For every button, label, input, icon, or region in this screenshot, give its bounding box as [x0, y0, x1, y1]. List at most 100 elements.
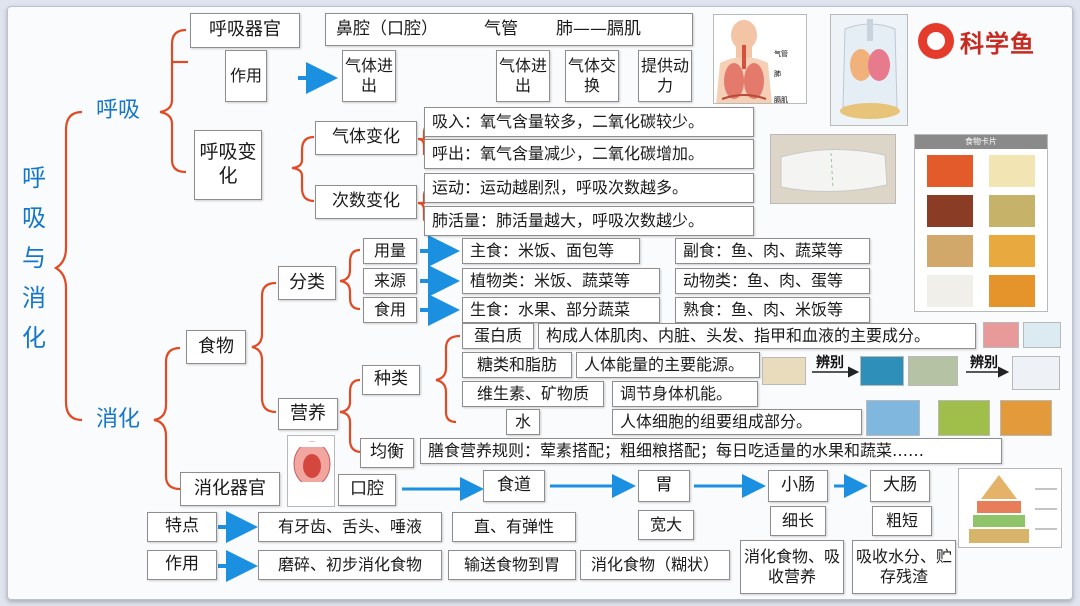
meat-image — [983, 322, 1019, 348]
feature-stomach: 宽大 — [638, 510, 694, 540]
respiration-function-label: 作用 — [225, 50, 267, 102]
respiratory-system-image: 气管 肺 膈肌 — [713, 14, 807, 104]
respiration-organs-label: 呼吸器官 — [190, 13, 300, 48]
pork-image — [908, 356, 958, 386]
class-row-1-a: 主食：米饭、面包等 — [462, 238, 640, 264]
rate-item-exercise: 运动：运动越剧烈，呼吸次数越多。 — [424, 173, 754, 203]
food-label: 食物 — [186, 330, 246, 364]
class-row-1-b: 副食：鱼、肉、蔬菜等 — [675, 238, 870, 264]
role-4: 提供动力 — [638, 50, 692, 102]
organ-small-intestine: 小肠 — [768, 470, 828, 502]
organ-esophagus: 食道 — [483, 470, 545, 502]
balance-label: 均衡 — [360, 438, 414, 468]
classification-label: 分类 — [278, 266, 336, 300]
gas-change-label: 气体变化 — [315, 121, 417, 155]
function-esophagus: 输送食物到胃 — [448, 550, 576, 580]
fish-logo-icon — [918, 23, 954, 59]
food-pyramid-illustration — [969, 475, 1057, 543]
food-card-image: 食物卡片 — [914, 134, 1048, 312]
trachea-label: 气管 — [484, 18, 518, 39]
organ-large-intestine: 大肠 — [870, 470, 930, 502]
water-image — [866, 400, 920, 436]
tofu-image — [762, 357, 806, 385]
fish-image — [1023, 322, 1061, 348]
root-title: 呼吸与消化 — [22, 164, 46, 352]
airway-pathway: 鼻腔（口腔） 气管 肺——膈肌 — [325, 13, 693, 46]
role-2: 气体进出 — [496, 50, 550, 102]
change-bracket — [291, 135, 315, 203]
brand-name: 科学鱼 — [960, 29, 1035, 58]
digest-function-label: 作用 — [147, 550, 217, 580]
identify-label-2: 辨别 — [970, 355, 998, 371]
role-3: 气体交换 — [565, 50, 619, 102]
nutrient-desc-carbs: 人体能量的主要能源。 — [576, 352, 760, 378]
digestive-organs-label: 消化器官 — [180, 472, 280, 506]
respiration-title: 呼吸 — [96, 98, 141, 123]
diagram-label-lung: 肺 — [774, 70, 781, 78]
balance-text: 膳食营养规则：荤素搭配；粗细粮搭配；每日吃适量的水果和蔬菜…… — [420, 438, 1002, 464]
nutrient-name-water: 水 — [506, 409, 540, 435]
lung-model-image — [830, 14, 908, 126]
mouth-image — [287, 435, 335, 507]
feature-mouth: 有牙齿、舌头、唾液 — [258, 512, 442, 542]
class-row-2-a: 植物类：米饭、蔬菜等 — [462, 268, 660, 294]
rate-item-capacity: 肺活量：肺活量越大，呼吸次数越少。 — [424, 206, 754, 236]
gas-item-inhale: 吸入：氧气含量较多，二氧化碳较少。 — [424, 107, 754, 137]
food-bracket — [251, 281, 277, 414]
nose-label: 鼻腔（口腔） — [336, 18, 438, 39]
feature-label: 特点 — [147, 512, 217, 542]
mouth-illustration — [293, 441, 331, 487]
respiration-bracket — [159, 28, 187, 174]
diagram-label-diaphragm: 膈肌 — [774, 96, 788, 104]
diagram-label-trachea: 气管 — [774, 50, 788, 58]
class-row-2-label: 来源 — [363, 268, 417, 294]
nutrient-name-protein: 蛋白质 — [462, 323, 534, 349]
food-card-title: 食物卡片 — [915, 135, 1047, 149]
food-card-grid — [927, 155, 1035, 307]
types-label: 种类 — [362, 365, 420, 395]
vegetables-image — [938, 400, 990, 436]
food-pyramid-image — [958, 468, 1062, 548]
respiratory-illustration — [716, 20, 772, 103]
fruits-image — [1000, 400, 1052, 436]
function-small-intestine: 消化食物、吸收营养 — [740, 540, 844, 594]
function-mouth: 磨碎、初步消化食物 — [258, 550, 442, 580]
nutrient-name-vitamins: 维生素、矿物质 — [462, 381, 604, 407]
organ-stomach: 胃 — [638, 470, 690, 502]
lung-label: 肺——膈肌 — [556, 18, 641, 39]
root-bracket — [53, 110, 83, 422]
feature-large-intestine: 粗短 — [872, 506, 932, 536]
class-row-3-label: 食用 — [363, 297, 417, 323]
digestion-title: 消化 — [96, 407, 141, 432]
classification-bracket — [339, 248, 361, 311]
identify-label-1: 辨别 — [816, 355, 844, 371]
class-row-1-label: 用量 — [363, 238, 417, 264]
digestion-bracket — [153, 346, 181, 491]
feature-esophagus: 直、有弹性 — [452, 512, 576, 542]
nutrient-name-carbs: 糖类和脂肪 — [462, 352, 572, 378]
class-row-3-a: 生食：水果、部分蔬菜 — [462, 297, 660, 323]
types-bracket — [435, 334, 461, 424]
nutrition-bracket — [339, 378, 363, 454]
test-paper-image — [1012, 356, 1060, 390]
gas-item-exhale: 呼出：氧气含量减少，二氧化碳增加。 — [424, 139, 754, 169]
rate-change-label: 次数变化 — [315, 185, 417, 219]
air-bag-illustration — [780, 148, 888, 193]
nutrient-desc-protein: 构成人体肌肉、内脏、头发、指甲和血液的主要成分。 — [538, 323, 976, 349]
respiration-change-label: 呼吸变化 — [194, 130, 262, 200]
function-stomach: 消化食物（糊状） — [580, 550, 730, 580]
feature-small-intestine: 细长 — [770, 506, 826, 536]
nutrient-desc-vitamins: 调节身体机能。 — [612, 381, 758, 407]
brand-logo: 科学鱼 — [918, 23, 1035, 59]
class-row-2-b: 动物类：鱼、肉、蛋等 — [675, 268, 870, 294]
function-large-intestine: 吸收水分、贮存残渣 — [852, 540, 956, 594]
role-1: 气体进出 — [342, 50, 396, 102]
nutrition-label: 营养 — [278, 398, 338, 430]
nutrient-desc-water: 人体细胞的组要组成部分。 — [612, 409, 862, 435]
bell-jar-illustration — [840, 19, 900, 119]
air-bag-image — [770, 134, 896, 204]
class-row-3-b: 熟食：鱼、肉、米饭等 — [675, 297, 870, 323]
organ-mouth: 口腔 — [338, 474, 396, 506]
rice-bowl-image — [860, 356, 904, 386]
